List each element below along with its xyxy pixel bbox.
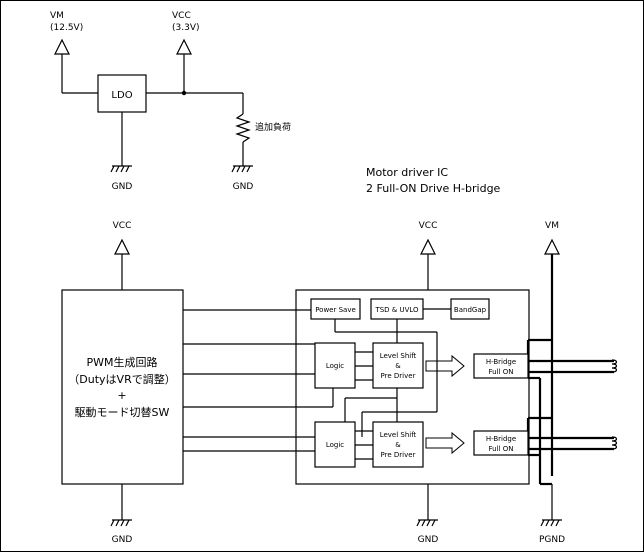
ldo-label: LDO [111,90,132,101]
ic-section: VCC Power Save TSD & UVLO BandGap Logic … [183,221,530,545]
arrow-bottom [425,431,465,455]
hbridge-bottom-line2: Full ON [489,445,514,453]
vm-rail-section: VM PGND [526,221,618,545]
vm-value: (12.5V) [50,23,83,33]
motor-coil-bottom [611,436,618,450]
arrow-top [425,354,465,378]
load-ground-symbol [231,165,253,173]
level-shift-bottom-line2: & [395,441,401,449]
hbridge-top-line2: Full ON [489,368,514,376]
level-shift-bottom-box [372,421,424,468]
pwm-generator-box [61,289,184,485]
pwm-line2: （DutyはVRで調整） [68,372,175,386]
logic-bottom-label: Logic [326,441,344,449]
load-label: 追加負荷 [255,121,291,133]
logic-top-label: Logic [326,362,344,370]
pwm-line3: + [117,389,126,402]
pwm-line1: PWM生成回路 [86,355,157,369]
ic-title-line2: 2 Full-ON Drive H-bridge [366,182,501,195]
pwm-ground-symbol [110,519,132,527]
vm-rail-label: VM [545,221,559,231]
ic-ground-symbol [416,519,438,527]
level-shift-bottom-line3: Pre Driver [381,451,416,459]
pwm-gnd-label: GND [112,535,133,545]
ldo-ground-symbol [110,165,132,173]
level-shift-bottom-line1: Level Shift [380,431,417,439]
tsd-uvlo-label: TSD & UVLO [374,306,419,314]
gnd-right-label: GND [233,182,254,192]
load-resistor [235,113,251,143]
ic-title-line1: Motor driver IC [366,166,448,179]
motor-coil-top [611,359,618,373]
pwm-vcc-supply-symbol [114,238,130,255]
ldo-box [97,74,147,113]
pwm-section: VCC PWM生成回路 （DutyはVRで調整） + 駆動モード切替SW GND [61,221,184,545]
vm-label: VM [50,11,64,21]
pwm-line4: 駆動モード切替SW [75,405,170,419]
gnd-left-label: GND [112,182,133,192]
pwm-vcc-label: VCC [113,221,132,231]
level-shift-top-line2: & [395,362,401,370]
pgnd-ground-symbol [540,519,562,527]
vcc-top-label: VCC [172,11,191,21]
ic-gnd-label: GND [418,535,439,545]
hbridge-top-box [473,353,529,379]
top-power-section: VM (12.5V) VCC (3.3V) LDO 追加負荷 GND [50,11,291,192]
bandgap-label: BandGap [454,306,487,314]
hbridge-bottom-line1: H-Bridge [486,435,516,443]
pgnd-label: PGND [539,535,565,545]
level-shift-top-line3: Pre Driver [381,372,416,380]
ic-vcc-supply-symbol [420,238,436,255]
level-shift-top-line1: Level Shift [380,352,417,360]
hbridge-bottom-box [473,430,529,456]
power-save-label: Power Save [315,306,356,314]
vm-rail-supply-symbol [544,238,560,255]
hbridge-top-line1: H-Bridge [486,358,516,366]
vcc-top-value: (3.3V) [172,23,200,33]
vm-supply-symbol [54,38,70,55]
vcc-top-supply-symbol [176,38,192,55]
ic-vcc-label: VCC [419,221,438,231]
